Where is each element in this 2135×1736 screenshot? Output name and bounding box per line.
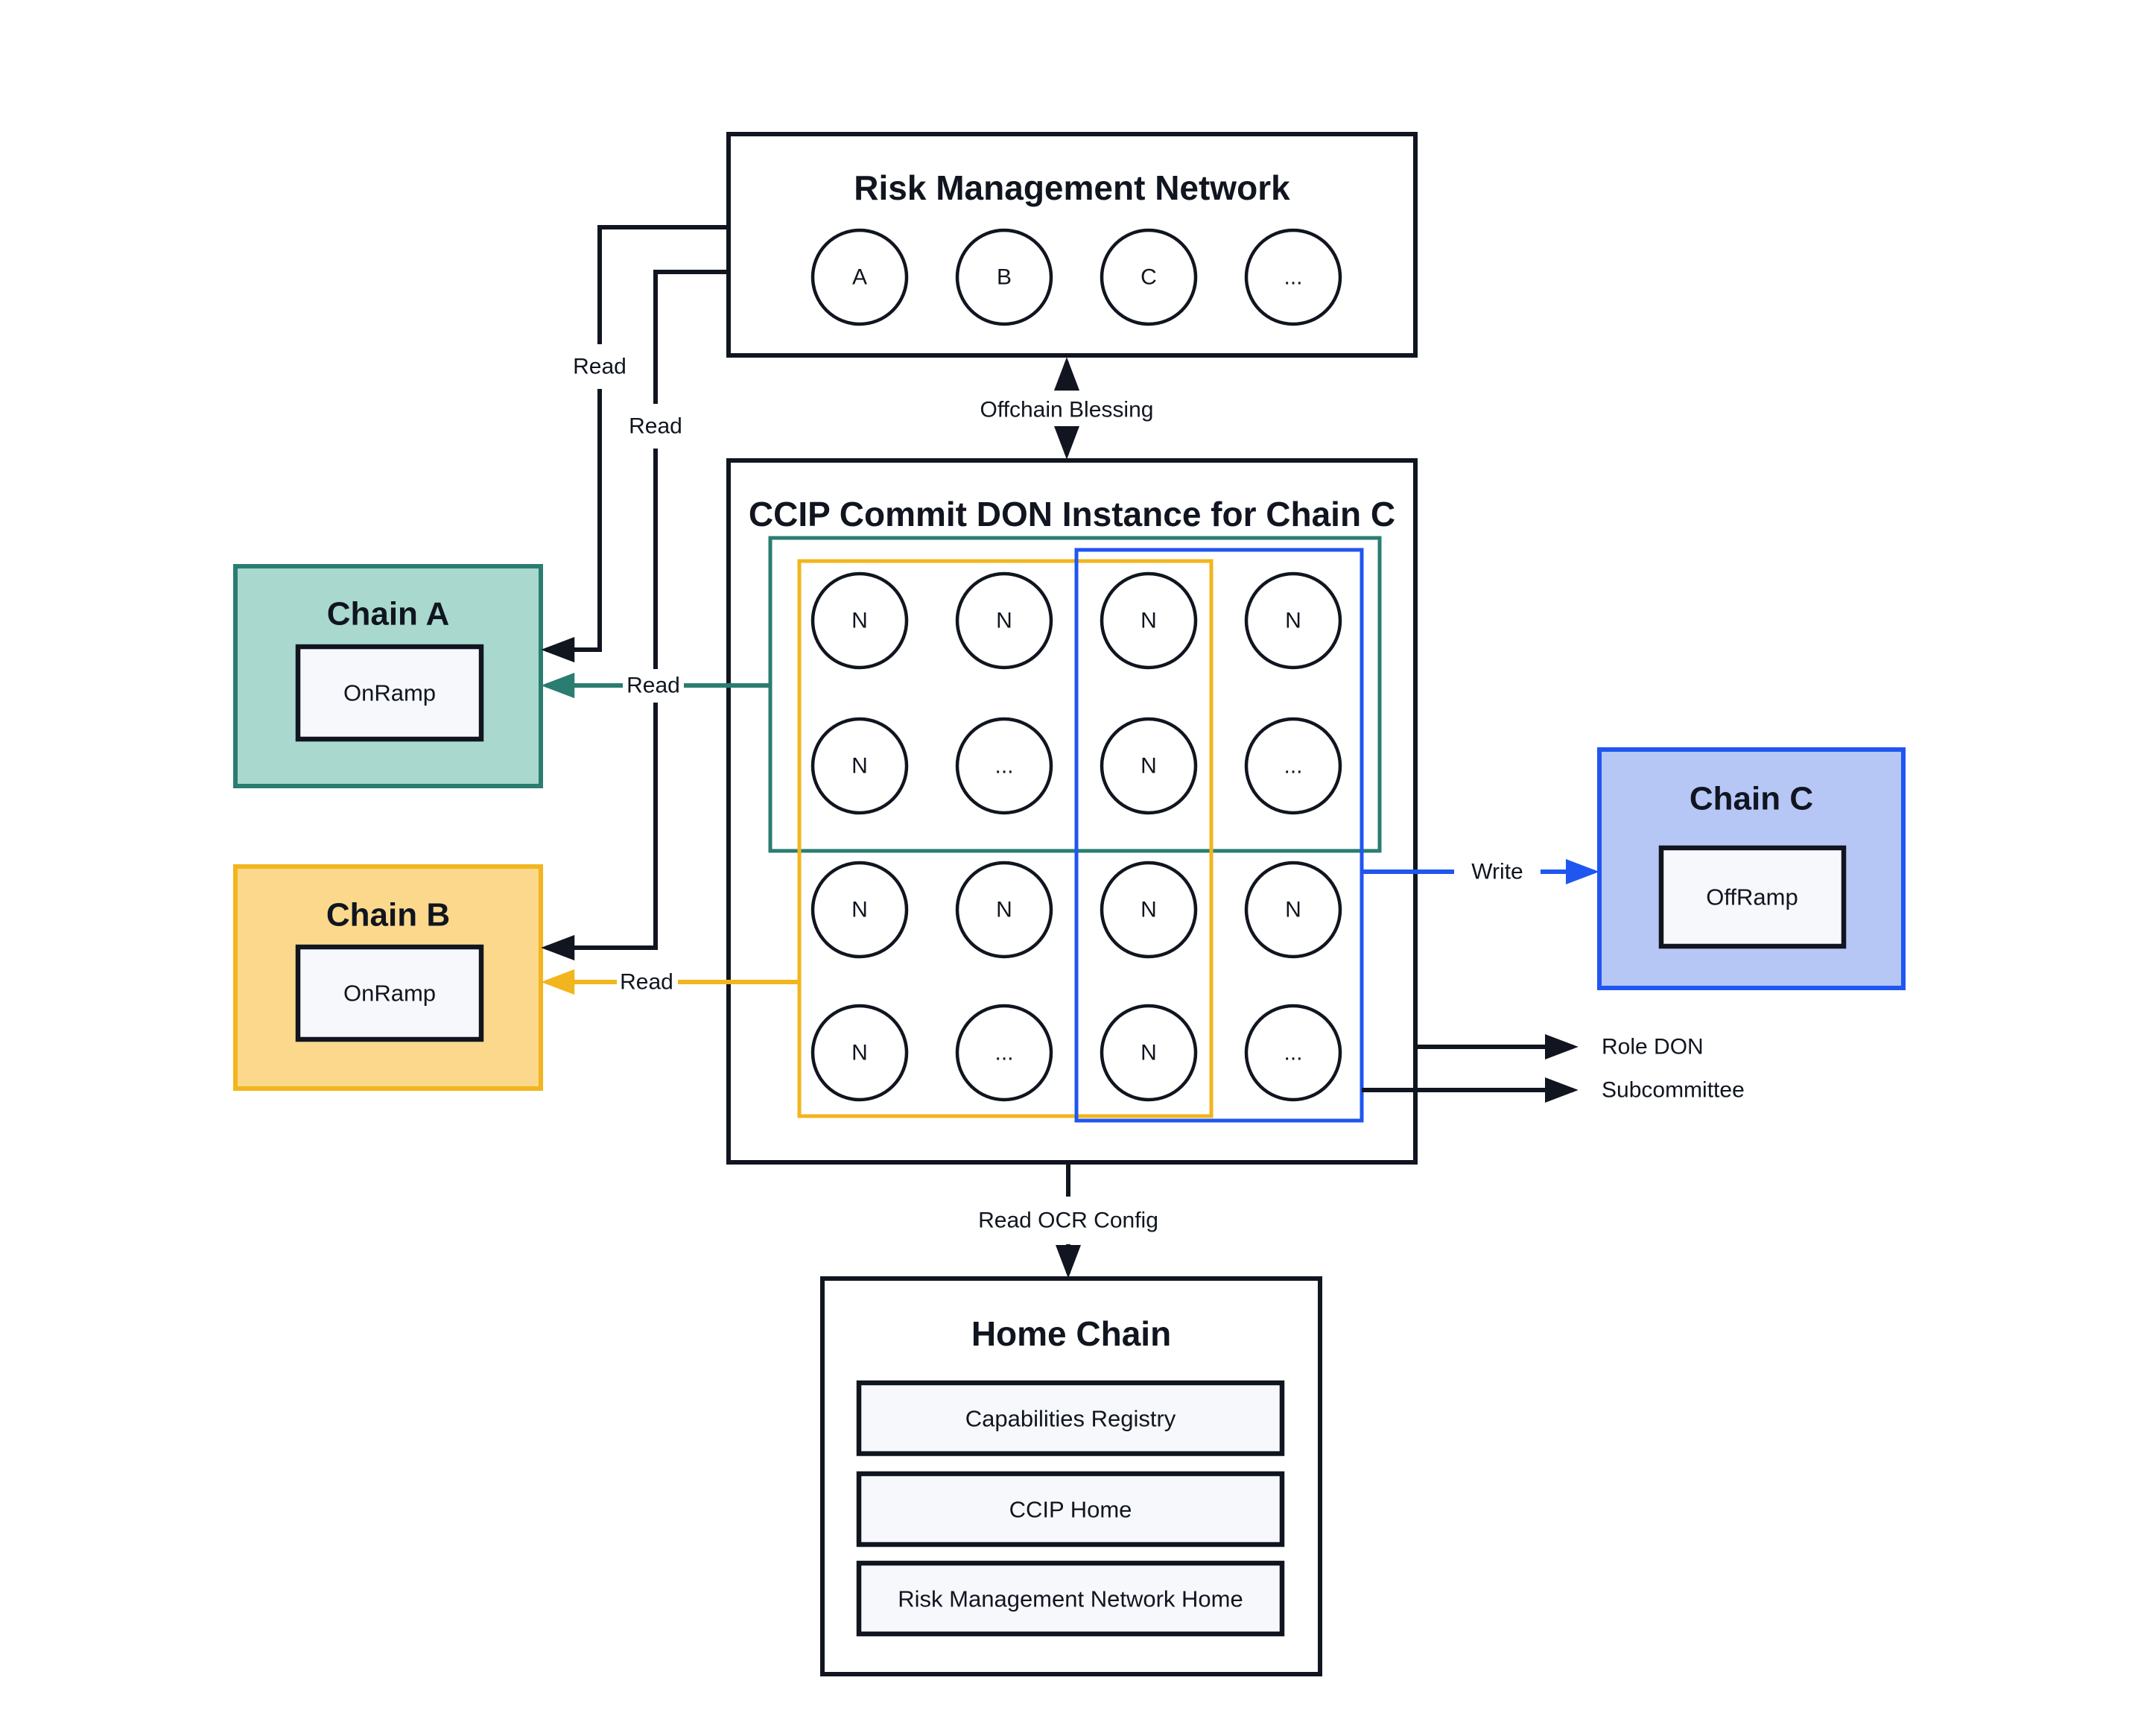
don-node-label: N (851, 609, 868, 633)
chain-a-box: Chain A OnRamp (233, 564, 543, 788)
ccip-commit-don-box: CCIP Commit DON Instance for Chain C N N… (726, 458, 1418, 1165)
don-node-label: N (851, 898, 868, 922)
amber-read-chain-b-label: Read (620, 970, 673, 995)
don-node-label: N (1141, 754, 1157, 779)
chain-b-onramp-label: OnRamp (343, 981, 436, 1007)
don-node-circle (1100, 717, 1198, 815)
rmn-node-circle (1100, 228, 1198, 326)
risk-management-network-box: Risk Management Network A B C ... (726, 132, 1418, 358)
don-node-label: N (851, 754, 868, 779)
don-node-circle (1100, 1004, 1198, 1102)
don-node-circle (1244, 861, 1342, 959)
don-node-label: ... (1284, 1041, 1302, 1065)
don-node-circle (810, 717, 909, 815)
don-node-label: N (1141, 609, 1157, 633)
rmn-node-label: ... (1284, 265, 1302, 290)
don-node-circle (955, 861, 1053, 959)
don-node-label: N (1141, 898, 1157, 922)
subcommittee-label: Subcommittee (1602, 1078, 1745, 1103)
home-chain-title: Home Chain (971, 1314, 1171, 1353)
rmn-node-circle (810, 228, 909, 326)
chain-b-onramp-box (295, 944, 484, 1042)
rmn-read-chain-b-label: Read (629, 414, 682, 439)
don-node-label: N (996, 898, 1012, 922)
role-don-label: Role DON (1602, 1035, 1704, 1059)
read-ocr-config-label: Read OCR Config (978, 1208, 1158, 1233)
rmn-read-chain-a-arrow (546, 225, 729, 650)
rmn-home-box (856, 1560, 1285, 1637)
don-node-circle (955, 1004, 1053, 1102)
don-node-circle (810, 861, 909, 959)
chain-a-onramp-label: OnRamp (343, 680, 436, 706)
don-node-circle (1244, 717, 1342, 815)
subcommittee-rect-amber (797, 559, 1214, 1118)
chain-b-box: Chain B OnRamp (233, 864, 543, 1091)
don-node-circle (1100, 571, 1198, 670)
chain-c-box: Chain C OffRamp (1597, 747, 1906, 990)
don-node-circle (1100, 861, 1198, 959)
don-node-circle (1244, 1004, 1342, 1102)
chain-a-title: Chain A (327, 596, 450, 633)
don-node-circle (955, 571, 1053, 670)
rmn-read-chain-b-arrow (546, 270, 729, 948)
chain-a-onramp-box (295, 644, 484, 742)
don-node-label: N (996, 609, 1012, 633)
ccip-home-box (856, 1471, 1285, 1547)
don-node-label: N (851, 1041, 868, 1065)
don-node-label: ... (994, 754, 1013, 779)
blue-write-chain-c-label: Write (1471, 860, 1523, 884)
don-node-circle (955, 717, 1053, 815)
ccip-home-label: CCIP Home (1009, 1497, 1132, 1523)
home-chain-box: Home Chain Capabilities Registry CCIP Ho… (820, 1276, 1322, 1676)
rmn-node-label: B (997, 265, 1012, 290)
offchain-blessing-label: Offchain Blessing (980, 398, 1154, 422)
chain-c-title: Chain C (1690, 781, 1813, 817)
capabilities-registry-box (856, 1380, 1285, 1457)
don-node-label: ... (1284, 754, 1302, 779)
rmn-node-label: A (852, 265, 867, 290)
don-node-label: N (1141, 1041, 1157, 1065)
don-node-circle (810, 1004, 909, 1102)
chain-b-title: Chain B (326, 897, 450, 934)
subcommittee-rect-blue (1074, 548, 1364, 1123)
teal-read-chain-a-label: Read (626, 674, 680, 698)
chain-a-border (233, 564, 543, 788)
rmn-read-chain-a-label: Read (573, 355, 626, 379)
ccip-don-title: CCIP Commit DON Instance for Chain C (749, 495, 1395, 533)
rmn-node-circle (1244, 228, 1342, 326)
chain-c-offramp-box (1658, 845, 1847, 949)
capabilities-registry-label: Capabilities Registry (965, 1406, 1176, 1432)
rmn-node-circle (955, 228, 1053, 326)
don-node-label: N (1285, 609, 1301, 633)
don-node-label: ... (994, 1041, 1013, 1065)
rmn-node-label: C (1141, 265, 1157, 290)
don-node-circle (1244, 571, 1342, 670)
don-node-label: N (1285, 898, 1301, 922)
don-node-circle (810, 571, 909, 670)
rmn-title: Risk Management Network (854, 168, 1290, 207)
rmn-home-label: Risk Management Network Home (898, 1586, 1243, 1612)
chain-c-offramp-label: OffRamp (1706, 884, 1798, 910)
